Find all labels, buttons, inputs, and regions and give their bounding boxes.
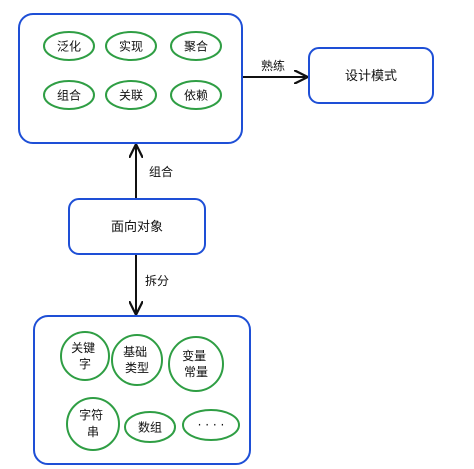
top-chip-label: 组合 xyxy=(57,88,81,103)
bottom-chip-line: 数组 xyxy=(138,420,162,435)
top-chip: 实现 xyxy=(105,31,157,61)
split-edge-label: 拆分 xyxy=(145,273,169,288)
bottom-chip-label: · · · · xyxy=(198,418,225,432)
bottom-chip-line: 变量 xyxy=(182,348,206,363)
bottom-chip: 字符 串 xyxy=(66,397,120,451)
design-patterns-node xyxy=(308,47,434,104)
top-chip-label: 泛化 xyxy=(57,40,81,54)
bottom-chip: 基础 类型 xyxy=(111,334,163,386)
top-chip-label: 关联 xyxy=(119,89,143,103)
bottom-chip: · · · · xyxy=(182,409,240,441)
bottom-chip-label: 变量 常量 xyxy=(182,348,210,379)
bottom-chip-line: 串 xyxy=(87,425,99,439)
compose-edge-label: 组合 xyxy=(149,164,173,179)
top-chip-label: 实现 xyxy=(119,39,143,54)
bottom-chip: 数组 xyxy=(124,411,176,443)
top-chip-label: 聚合 xyxy=(184,39,208,54)
top-chip: 依赖 xyxy=(170,80,222,110)
bottom-chip: 变量 常量 xyxy=(168,336,224,392)
proficient-edge-label: 熟练 xyxy=(261,58,285,73)
oop-label: 面向对象 xyxy=(111,219,163,235)
top-chip-label: 依赖 xyxy=(184,88,208,103)
bottom-chip-label: 字符 串 xyxy=(79,407,107,439)
bottom-chip-label: 基础 类型 xyxy=(123,345,151,375)
bottom-chip-line: 关键 xyxy=(71,341,95,355)
bottom-chip-line: 常量 xyxy=(184,365,208,379)
top-chip: 关联 xyxy=(105,80,157,110)
top-concepts-box xyxy=(18,13,243,144)
design-patterns-label: 设计模式 xyxy=(345,69,397,84)
bottom-chip-line: 基础 xyxy=(123,345,147,359)
bottom-chip-line: 字符 xyxy=(79,407,103,422)
bottom-chip-label: 数组 xyxy=(138,420,162,435)
bottom-concepts-box xyxy=(33,315,251,465)
bottom-chip-label: 关键 字 xyxy=(71,341,99,371)
top-chip: 泛化 xyxy=(43,31,95,61)
bottom-chip-line: · · · · xyxy=(198,418,225,432)
top-chip: 聚合 xyxy=(170,31,222,61)
bottom-chip: 关键 字 xyxy=(60,331,110,381)
bottom-chip-line: 类型 xyxy=(125,361,149,375)
oop-node xyxy=(68,198,206,255)
top-chip: 组合 xyxy=(43,80,95,110)
bottom-chip-line: 字 xyxy=(79,356,91,371)
